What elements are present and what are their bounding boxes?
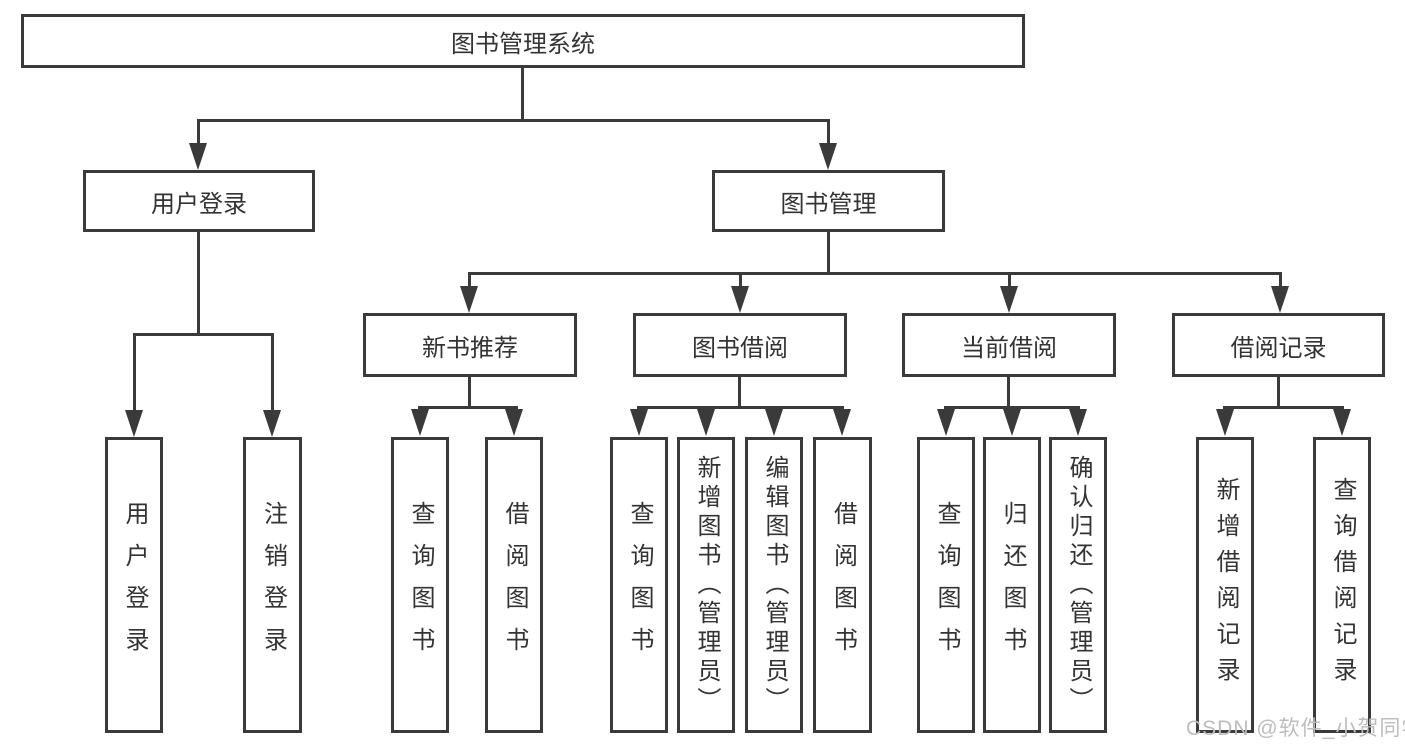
connector-drop-book-management [827, 119, 830, 147]
node-book-borrowing: 图书借阅 [633, 313, 847, 377]
node-book-management: 图书管理 [712, 170, 945, 232]
node-label: 借阅图书 [829, 501, 857, 669]
arrowhead-down-icon [411, 409, 429, 436]
arrowhead-down-icon [1003, 409, 1021, 436]
connector-trunk [468, 374, 471, 409]
connector-bus [418, 406, 518, 409]
arrowhead-down-icon [630, 409, 648, 436]
node-label: 图书借阅 [692, 334, 788, 362]
arrowhead-down-icon [1000, 286, 1018, 313]
node-label: 编辑图书（管理员） [761, 454, 788, 716]
connector-level1-bus [197, 119, 830, 122]
connector-drop-leaf [271, 333, 274, 413]
connector-user-login-bus [133, 333, 274, 336]
arrowhead-down-icon [505, 409, 523, 436]
node-label: 新增图书（管理员） [693, 454, 720, 716]
node-label: 图书管理系统 [451, 30, 595, 58]
connector-bus [1223, 406, 1344, 409]
arrowhead-down-icon [189, 143, 207, 170]
node-user-login: 用户登录 [83, 170, 315, 232]
arrowhead-down-icon [460, 286, 478, 313]
leaf-query-books-borrowing: 查询图书 [610, 437, 668, 733]
connector-trunk [1277, 374, 1280, 409]
node-label: 当前借阅 [961, 334, 1057, 362]
node-label: 借阅记录 [1230, 334, 1327, 362]
node-borrowing-records: 借阅记录 [1172, 313, 1385, 377]
node-label: 注销登录 [259, 501, 287, 669]
connector-drop-new-book [468, 272, 471, 289]
connector-drop-borrowing-records [1279, 272, 1282, 289]
node-label: 新增借阅记录 [1212, 477, 1239, 693]
node-label: 查询借阅记录 [1329, 477, 1356, 693]
connector-drop-leaf [133, 333, 136, 413]
arrowhead-down-icon [937, 409, 955, 436]
leaf-query-books-current: 查询图书 [917, 437, 975, 733]
leaf-query-borrow-record: 查询借阅记录 [1313, 437, 1371, 733]
arrowhead-down-icon [819, 143, 837, 170]
arrowhead-down-icon [731, 286, 749, 313]
leaf-query-books-recommendation: 查询图书 [391, 437, 449, 733]
leaf-add-book-admin: 新增图书（管理员） [677, 437, 735, 733]
node-new-book-recommendation: 新书推荐 [363, 313, 577, 377]
connector-bus [637, 406, 844, 409]
leaf-edit-book-admin: 编辑图书（管理员） [745, 437, 803, 733]
connector-user-login-trunk [197, 232, 200, 336]
node-label: 查询图书 [933, 501, 960, 669]
node-label: 图书管理 [780, 190, 877, 218]
node-label: 借阅图书 [501, 501, 528, 669]
arrowhead-down-icon [1271, 286, 1289, 313]
connector-trunk [738, 374, 741, 409]
arrowhead-down-icon [1069, 409, 1087, 436]
connector-drop-current-borrowing [1008, 272, 1011, 289]
node-label: 查询图书 [407, 501, 434, 669]
node-current-borrowing: 当前借阅 [902, 313, 1116, 377]
connector-trunk [1007, 374, 1010, 409]
connector-level2-bus [468, 272, 1282, 275]
node-label: 用户登录 [121, 501, 148, 669]
leaf-logout: 注销登录 [243, 437, 302, 733]
connector-book-management-trunk [827, 232, 830, 275]
node-label: 归还图书 [999, 501, 1026, 669]
node-label: 用户登录 [151, 190, 247, 218]
node-label: 确认归还（管理员） [1065, 454, 1092, 716]
leaf-user-login: 用户登录 [105, 437, 163, 733]
node-library-management-system: 图书管理系统 [21, 14, 1025, 68]
arrowhead-down-icon [263, 410, 281, 437]
node-label: 新书推荐 [422, 334, 518, 362]
node-label: 查询图书 [626, 501, 653, 669]
arrowhead-down-icon [697, 409, 715, 436]
arrowhead-down-icon [1216, 409, 1234, 436]
leaf-return-book: 归还图书 [983, 437, 1041, 733]
leaf-borrow-books-borrowing: 借阅图书 [813, 437, 872, 733]
arrowhead-down-icon [125, 410, 143, 437]
arrowhead-down-icon [833, 409, 851, 436]
leaf-add-borrow-record: 新增借阅记录 [1196, 437, 1254, 733]
arrowhead-down-icon [1333, 409, 1351, 436]
connector-drop-book-borrowing [739, 272, 742, 289]
leaf-borrow-books-recommendation: 借阅图书 [485, 437, 543, 733]
arrowhead-down-icon [765, 409, 783, 436]
connector-bus [944, 406, 1080, 409]
connector-root-trunk [521, 68, 524, 122]
watermark-csdn: CSDN @软件_小贺同学 [1186, 717, 1405, 740]
leaf-confirm-return-admin: 确认归还（管理员） [1049, 437, 1107, 733]
connector-drop-user-login [197, 119, 200, 147]
